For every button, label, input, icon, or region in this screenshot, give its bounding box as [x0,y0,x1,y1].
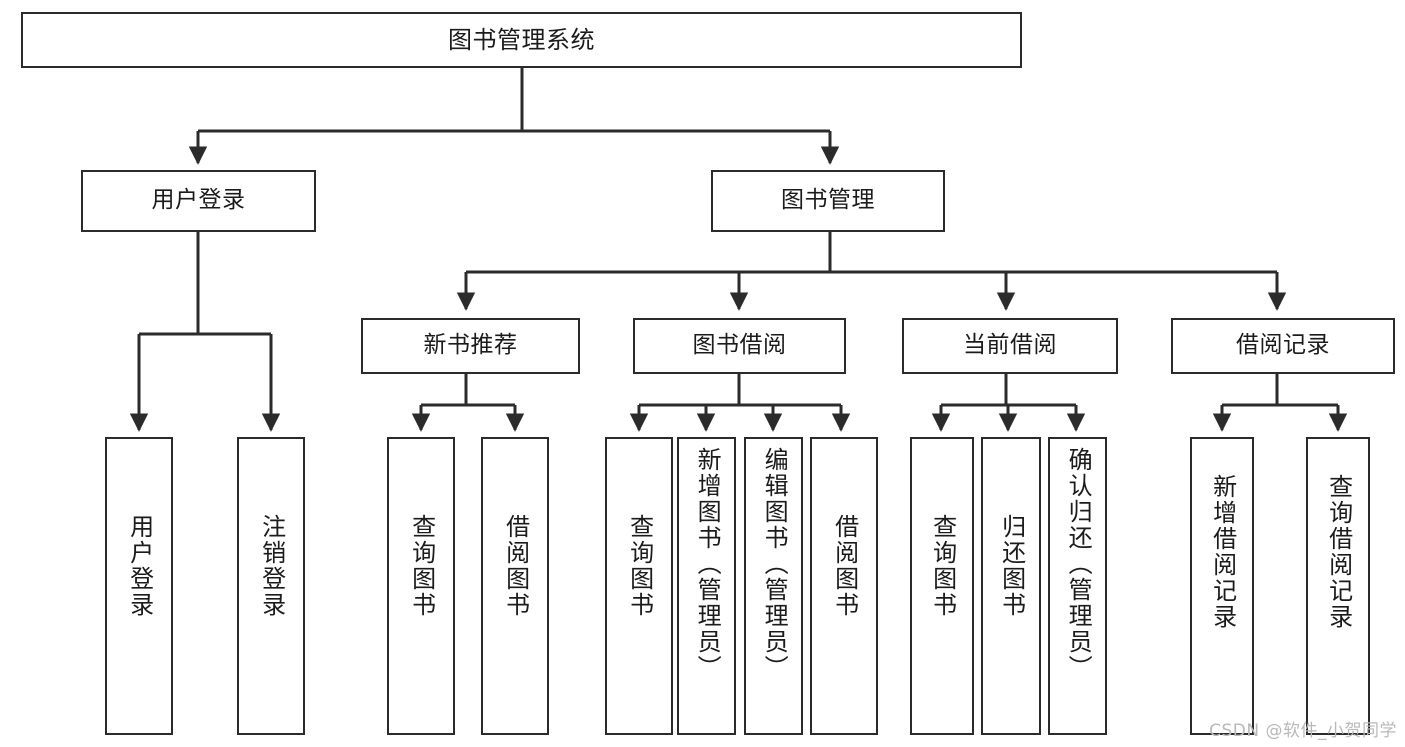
node-label: 借阅图书 [501,514,530,618]
leaf-current-confirm-return-admin[interactable]: 确认归还（管理员） [1048,437,1107,735]
node-book-borrowing[interactable]: 图书借阅 [633,318,846,374]
node-root-system[interactable]: 图书管理系统 [21,12,1022,68]
node-label: 新增借阅记录 [1208,474,1237,630]
node-label: 新增图书（管理员） [693,447,722,681]
node-user-login[interactable]: 用户登录 [81,170,316,232]
leaf-new-book-borrow[interactable]: 借阅图书 [481,437,549,735]
node-label: 借阅图书 [830,514,859,618]
node-label: 查询图书 [928,514,957,618]
node-label: 用户登录 [125,514,154,618]
node-label: 用户登录 [151,187,246,214]
node-label: 查询借阅记录 [1324,474,1353,630]
leaf-record-query-record[interactable]: 查询借阅记录 [1306,437,1370,735]
csdn-watermark: CSDN @软件_小贺同学 [1209,721,1397,741]
leaf-record-add-record[interactable]: 新增借阅记录 [1190,437,1254,735]
leaf-new-book-query[interactable]: 查询图书 [387,437,455,735]
node-label: 归还图书 [997,514,1026,618]
leaf-current-return-book[interactable]: 归还图书 [981,437,1041,735]
leaf-borrow-query-book[interactable]: 查询图书 [605,437,673,735]
leaf-user-login-login[interactable]: 用户登录 [105,437,173,735]
node-label: 查询图书 [625,514,654,618]
node-label: 当前借阅 [963,332,1057,359]
node-label: 编辑图书（管理员） [760,447,789,681]
node-label: 确认归还（管理员） [1064,447,1093,681]
node-borrowing-records[interactable]: 借阅记录 [1171,318,1395,374]
leaf-user-login-logout[interactable]: 注销登录 [237,437,305,735]
node-book-management[interactable]: 图书管理 [711,170,945,232]
leaf-borrow-borrow-book[interactable]: 借阅图书 [810,437,878,735]
leaf-current-query-book[interactable]: 查询图书 [910,437,974,735]
node-label: 图书借阅 [692,332,787,359]
node-label: 图书管理系统 [448,25,595,54]
node-new-book-recommendation[interactable]: 新书推荐 [361,318,580,374]
leaf-borrow-add-book-admin[interactable]: 新增图书（管理员） [677,437,736,735]
node-label: 查询图书 [407,514,436,618]
node-label: 图书管理 [781,187,875,214]
node-label: 新书推荐 [423,332,518,359]
node-label: 借阅记录 [1236,332,1330,359]
node-label: 注销登录 [257,514,286,618]
leaf-borrow-edit-book-admin[interactable]: 编辑图书（管理员） [744,437,803,735]
node-current-borrowing[interactable]: 当前借阅 [902,318,1118,374]
